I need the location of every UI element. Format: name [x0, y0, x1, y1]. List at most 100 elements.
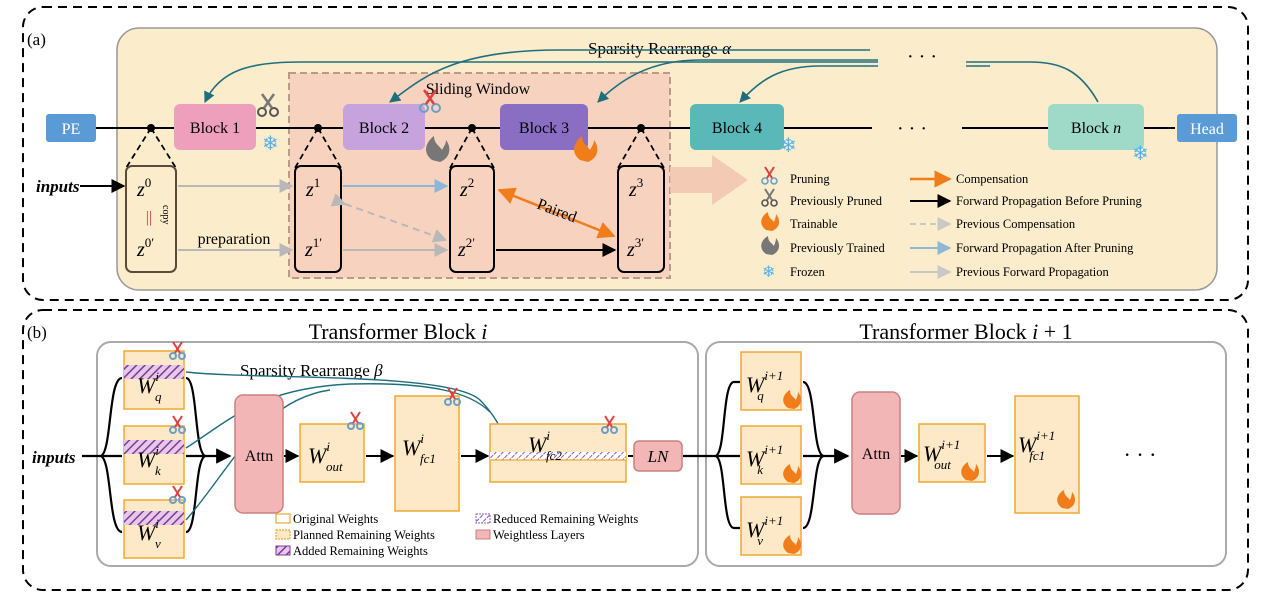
- input-branches: [82, 376, 123, 534]
- z0-prime: z0′: [136, 235, 154, 261]
- panel-a-frame: [22, 6, 1249, 301]
- block-3: [500, 104, 588, 150]
- legend-a: Pruning Previously Pruned Trainable Prev…: [761, 166, 1142, 281]
- legend-added: Added Remaining Weights: [293, 544, 428, 558]
- z3-box: [617, 165, 665, 273]
- flame-icon: [961, 462, 980, 481]
- sparsity-beta-label: Sparsity Rearrange β: [240, 361, 383, 380]
- legend-frozen: Frozen: [790, 265, 825, 279]
- scissors-icon: [347, 411, 364, 430]
- head-block: [1177, 114, 1237, 142]
- attn-label-next: Attn: [862, 446, 890, 463]
- snowflake-icon: ❄: [262, 133, 279, 155]
- legend-previously-trained: Previously Trained: [790, 241, 886, 255]
- legend-prev-forward: Previous Forward Propagation: [956, 265, 1110, 279]
- flame-gray-icon: [761, 236, 780, 255]
- window-expand-arrow: [670, 155, 748, 205]
- preparation-label: preparation: [198, 231, 271, 248]
- z2-prime: z2′: [457, 235, 475, 261]
- scissors-icon: [257, 93, 279, 117]
- legend-prev-compensation: Previous Compensation: [956, 217, 1076, 231]
- block-4: [690, 104, 784, 150]
- pe-label: PE: [62, 121, 81, 138]
- z3-prime: z3′: [626, 235, 644, 261]
- block-1: [174, 104, 256, 150]
- sliding-window-label: Sliding Window: [426, 81, 531, 98]
- main-ellipsis: · · ·: [897, 118, 927, 140]
- z2: z2: [459, 175, 474, 201]
- z0-box: [125, 165, 177, 273]
- snowflake-icon: ❄: [1132, 143, 1149, 165]
- block-2: [343, 104, 425, 150]
- legend-weightless: Weightless Layers: [493, 528, 585, 542]
- z3: z3: [628, 175, 643, 201]
- ln-to-next-branches: [683, 380, 740, 530]
- block-3-label: Block 3: [519, 120, 569, 137]
- sparsity-alpha-arrow-1: [204, 61, 1099, 104]
- snowflake-icon: ❄: [762, 264, 775, 281]
- scissors-icon: [169, 341, 186, 504]
- panel-b-label: (b): [27, 323, 47, 342]
- ln-label: LN: [647, 447, 670, 466]
- attn-block-next: [851, 391, 901, 515]
- w-fc2-reduced-stripe: [490, 452, 626, 460]
- legend-reduced: Reduced Remaining Weights: [493, 512, 638, 526]
- z1-prime: z1′: [304, 235, 322, 261]
- z2-box: [449, 165, 495, 273]
- legend-previously-pruned: Previously Pruned: [790, 194, 883, 208]
- flame-icon: [761, 212, 780, 231]
- flame-gray-icon: [426, 136, 450, 162]
- legend-pruning: Pruning: [790, 172, 830, 186]
- block-n-label: Block n: [1071, 120, 1121, 137]
- legend-forward-before: Forward Propagation Before Pruning: [956, 194, 1142, 208]
- flame-icon: [574, 136, 598, 162]
- scissors-icon: [601, 415, 618, 434]
- pe-block: [46, 114, 96, 142]
- qkv-weights: [123, 350, 185, 559]
- block-n: [1048, 104, 1144, 150]
- flame-icons-next: [783, 390, 802, 554]
- ellipsis-backdrop-2: [872, 116, 962, 140]
- ln-block: [633, 440, 683, 472]
- sparsity-alpha-arrow-3: [597, 59, 880, 103]
- scissors-icon: [419, 89, 441, 113]
- title-block-i1: Transformer Block i + 1: [859, 319, 1072, 344]
- z0: z0: [136, 175, 151, 201]
- w-fc1-box: [394, 395, 460, 512]
- qkv-merge-arrow: [185, 376, 230, 534]
- prev-compensation-arrow: [330, 193, 448, 243]
- compensation-arrow: [497, 187, 616, 239]
- scissors-icon: [761, 166, 778, 185]
- legend-forward-after: Forward Propagation After Pruning: [956, 241, 1134, 255]
- sparsity-alpha-arrow-4: [739, 65, 990, 103]
- attn-block-i: [234, 394, 284, 514]
- top-ellipsis: · · ·: [907, 46, 937, 68]
- equals-sign: ||: [146, 209, 152, 226]
- legend-original: Original Weights: [293, 512, 378, 526]
- panel-b-inputs: inputs: [32, 448, 76, 467]
- block-1-label: Block 1: [190, 120, 240, 137]
- panel-b-ellipsis: · · ·: [1124, 442, 1157, 467]
- panel-a-inputs: inputs: [36, 177, 80, 196]
- title-block-i: Transformer Block i: [309, 319, 488, 344]
- panel-a-label: (a): [27, 30, 46, 49]
- ellipsis-backdrop: [878, 44, 966, 72]
- w-fc1-box-next: [1014, 395, 1080, 514]
- snowflake-icon: ❄: [780, 135, 797, 157]
- scissors-gray-icon: [761, 188, 778, 207]
- head-label: Head: [1190, 121, 1224, 138]
- legend-b: Original Weights Planned Remaining Weigh…: [275, 512, 638, 558]
- attn-label-i: Attn: [245, 448, 273, 465]
- scissors-icon: [444, 387, 461, 406]
- copy-label: copy: [160, 205, 171, 224]
